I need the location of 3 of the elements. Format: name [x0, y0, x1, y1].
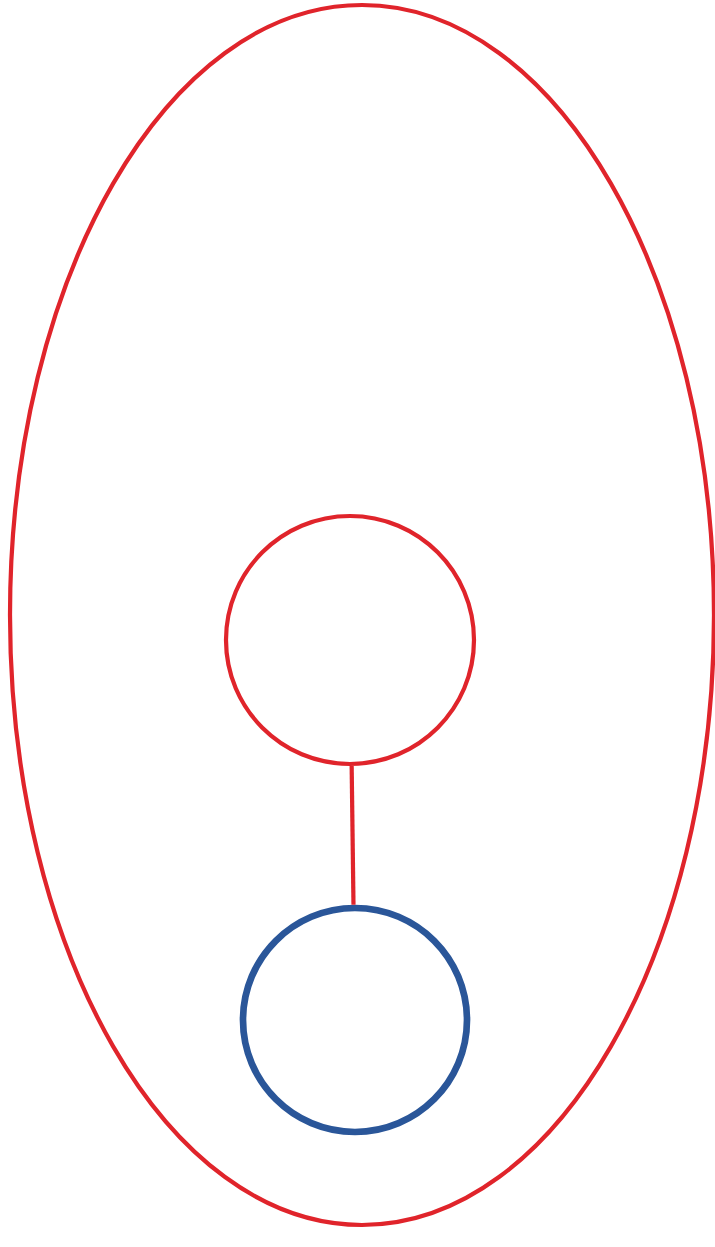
- connector-line: [349, 766, 356, 905]
- circle: [223, 513, 477, 767]
- circle: [239, 904, 471, 1136]
